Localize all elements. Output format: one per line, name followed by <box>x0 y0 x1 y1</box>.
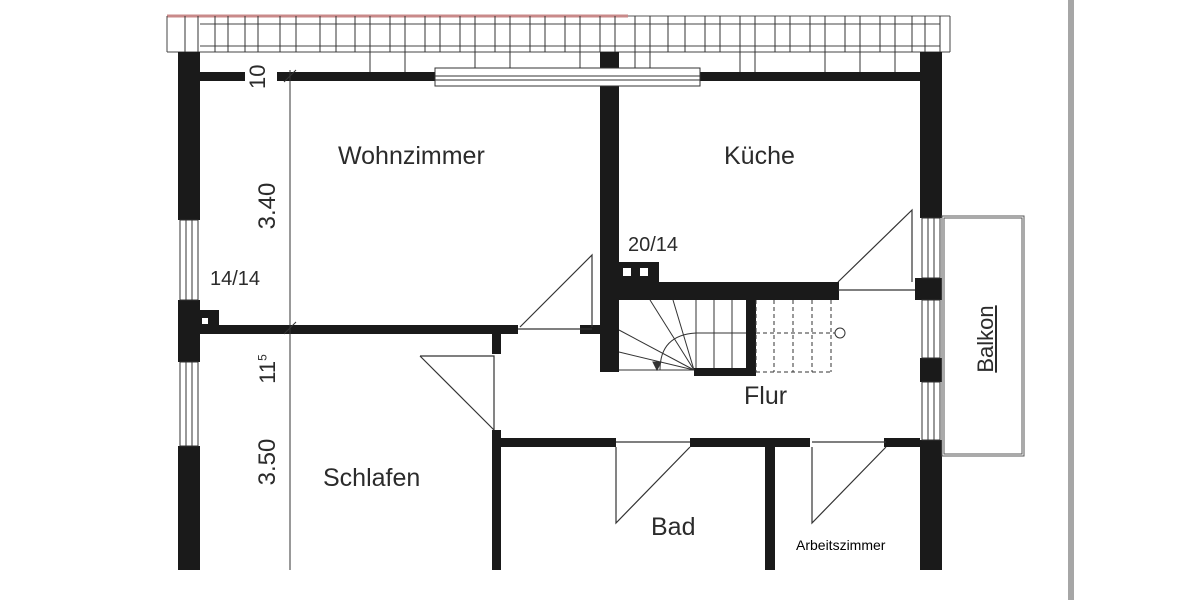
room-label-kueche: Küche <box>724 142 795 170</box>
room-label-balkon: Balkon <box>973 305 998 373</box>
room-label-wohnzimmer: Wohnzimmer <box>338 142 485 170</box>
dimension-inner-wall-value: 11 <box>255 360 280 384</box>
roof-hatching <box>166 14 951 72</box>
windows <box>179 67 941 447</box>
dimension-chimney-left: 14/14 <box>210 268 261 290</box>
room-label-arbeitszimmer: Arbeitszimmer <box>796 537 886 553</box>
dimension-inner-wall-sup: 5 <box>255 354 270 361</box>
balcony <box>941 215 1025 457</box>
walls <box>178 52 942 570</box>
page-divider <box>1068 0 1074 600</box>
room-label-schlafen: Schlafen <box>323 464 421 492</box>
dimension-lines <box>283 69 297 570</box>
staircase <box>618 299 846 373</box>
dimension-top-wall: 10 <box>245 64 270 89</box>
dimension-inner-wall: 115 <box>255 349 281 389</box>
room-label-flur: Flur <box>744 382 788 410</box>
dimension-wohnzimmer-height: 3.40 <box>254 182 281 230</box>
dimension-chimney-right: 20/14 <box>628 234 679 256</box>
dimension-schlafen-height: 3.50 <box>254 438 281 486</box>
room-label-bad: Bad <box>651 513 696 541</box>
doors <box>419 208 915 525</box>
